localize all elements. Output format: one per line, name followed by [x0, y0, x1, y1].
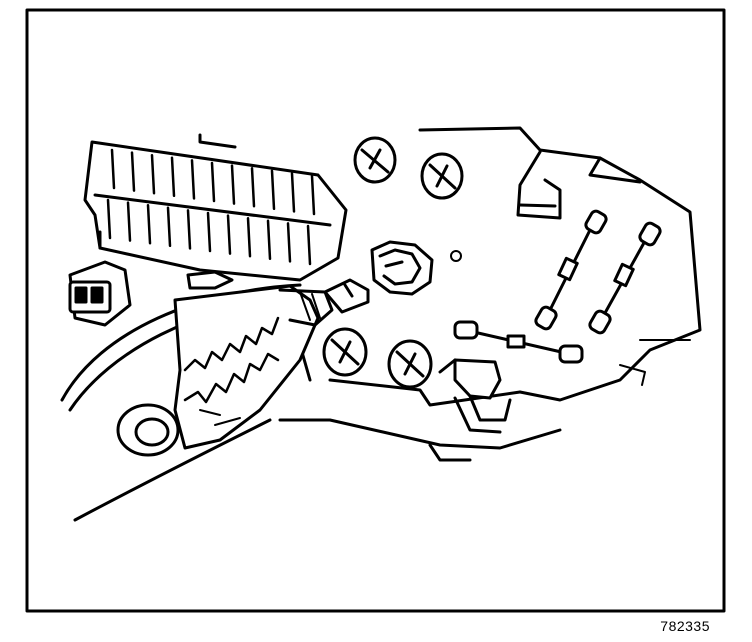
retainer-clip: [438, 358, 512, 434]
connector-slot-lower: [206, 211, 212, 253]
boss-top-right: [420, 152, 464, 200]
connector-slot-lower: [266, 219, 272, 261]
figure-number: 782335: [660, 618, 710, 634]
connector-slot-upper: [250, 166, 256, 208]
connector-slot-lower: [246, 216, 252, 258]
panel-fastener-bosses: [322, 136, 464, 389]
connector-slot-upper: [110, 148, 116, 190]
connector-slot-upper: [190, 159, 196, 200]
fuse-link-3: [453, 320, 584, 364]
boss-bottom-right: [387, 339, 433, 389]
connector-slot-lower: [226, 214, 232, 255]
connector-slot-upper: [130, 151, 136, 192]
bulb-socket: [370, 240, 434, 296]
fuse-link-2: [588, 221, 662, 335]
locking-tab: [186, 270, 234, 290]
bulb: [323, 278, 370, 314]
boss-bottom-left: [322, 327, 368, 377]
connector-slot-upper: [270, 169, 276, 211]
connector-slot-upper: [290, 172, 296, 213]
pliers: [60, 283, 334, 522]
boss-top-left: [353, 136, 397, 184]
fuse-link-1: [534, 209, 608, 331]
connector-slot-lower: [286, 222, 292, 263]
connector-slots: [93, 148, 332, 266]
connector-slot-lower: [186, 209, 192, 250]
connector-slot-upper: [230, 164, 236, 205]
connector-slot-lower: [146, 203, 152, 245]
connector-slot-lower: [126, 201, 132, 242]
connector-slot-lower: [106, 198, 112, 240]
fuse-links: [453, 209, 662, 364]
side-connector: [68, 260, 132, 327]
connector-slot-lower: [166, 206, 172, 248]
connector-slot-upper: [210, 161, 216, 203]
connector-slot-lower: [306, 224, 312, 266]
connector-slot-upper: [170, 156, 176, 198]
figure-frame: [25, 8, 726, 613]
connector-slot-upper: [150, 153, 156, 195]
housing: [278, 126, 702, 462]
connector-divider: [93, 193, 332, 227]
connector-slot-upper: [310, 174, 316, 216]
small-hole: [450, 250, 462, 262]
